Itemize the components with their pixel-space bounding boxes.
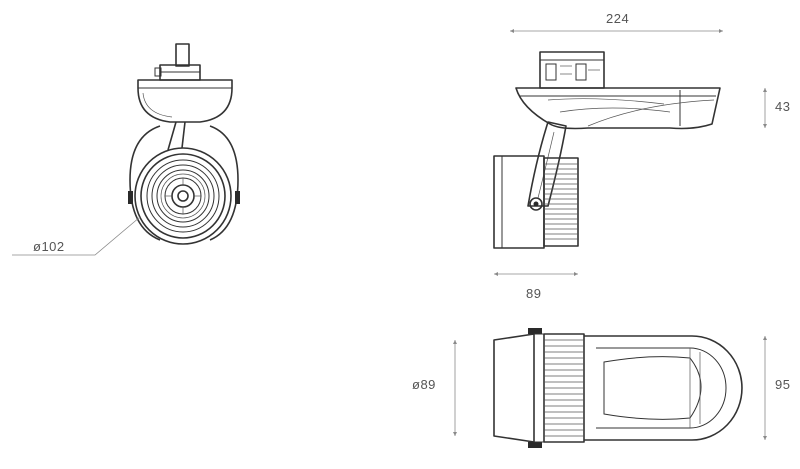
side-length-label: 224: [606, 11, 630, 26]
top-view: [453, 328, 767, 448]
top-diameter-label: ø89: [412, 377, 436, 392]
front-yoke: [129, 125, 161, 241]
top-adapter-body: [584, 335, 743, 441]
top-cooling-fins: [543, 333, 585, 443]
top-width-label: 95: [775, 377, 791, 392]
side-height-label: 43: [775, 99, 791, 114]
side-view: [493, 29, 767, 276]
front-diameter-label: ø102: [33, 239, 65, 254]
side-depth-label: 89: [526, 286, 542, 301]
front-view: [12, 43, 240, 256]
front-track-connector: [154, 43, 201, 81]
side-cooling-fins: [544, 163, 578, 240]
front-adapter-housing: [137, 79, 233, 123]
side-track-connector: [539, 51, 605, 89]
side-lamp-head: [493, 155, 579, 249]
top-lamp-head: [493, 328, 544, 448]
side-arm: [527, 121, 567, 211]
front-lamp-body: [134, 147, 232, 245]
side-adapter-housing: [515, 87, 721, 130]
